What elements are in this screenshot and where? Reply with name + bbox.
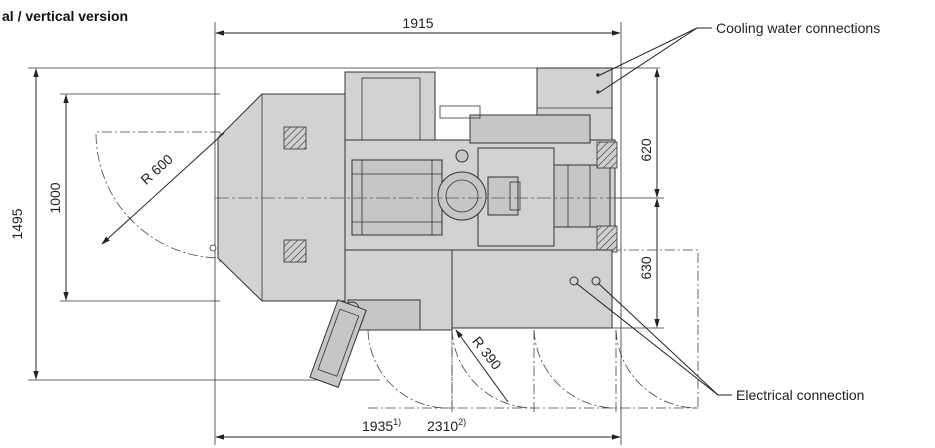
dimension-lines — [28, 22, 664, 445]
dim-inner-height: 1000 — [47, 182, 63, 213]
machine-body — [215, 67, 622, 388]
dim-top-width: 1915 — [402, 15, 433, 31]
dim-total-height: 1495 — [9, 208, 25, 239]
hatched-pad-lower — [283, 239, 307, 263]
dim-bottom-width-1: 19351) — [362, 417, 401, 434]
rotary-unit — [437, 171, 487, 221]
electrical-connection-callout: Electrical connection — [736, 387, 864, 403]
electrical-cabinet — [451, 249, 613, 329]
operator-panel — [309, 299, 367, 388]
cooling-water-callout: Cooling water connections — [716, 20, 880, 36]
hatched-pad-upper — [283, 126, 307, 150]
dim-bottom-width-2: 23102) — [427, 417, 466, 434]
dim-right-lower: 630 — [638, 256, 654, 280]
dim-right-upper: 620 — [638, 138, 654, 162]
dim-radius-390: R 390 — [469, 333, 505, 372]
r600-leader — [101, 132, 225, 245]
callout-leaders — [575, 27, 732, 396]
drawing-title: al / vertical version — [2, 8, 128, 24]
r390-leader — [455, 329, 509, 403]
